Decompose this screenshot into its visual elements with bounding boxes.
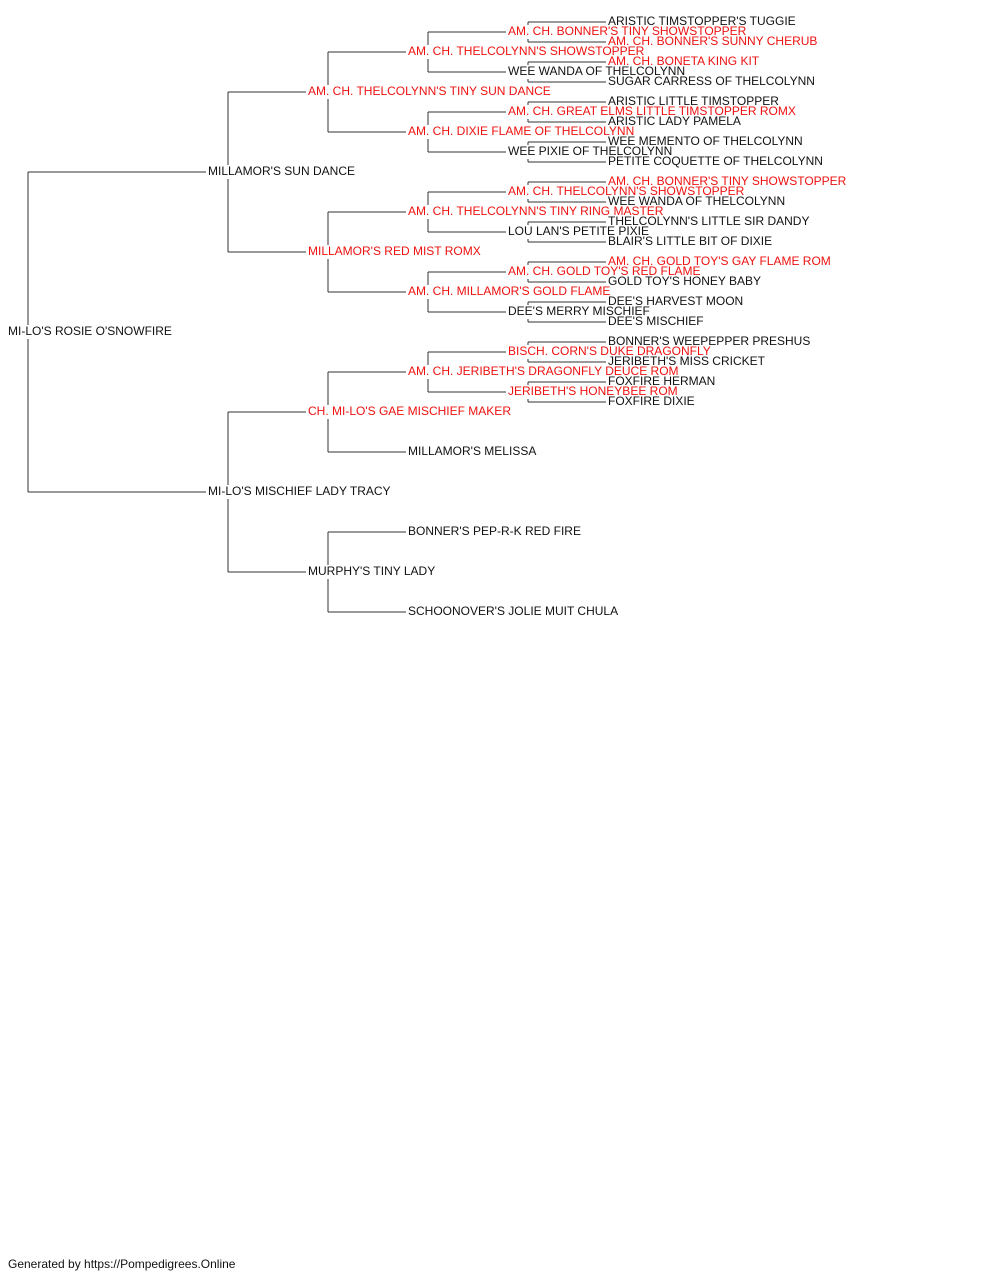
sire-name[interactable]: AM. CH. GREAT ELMS LITTLE TIMSTOPPER ROM… bbox=[508, 104, 796, 118]
dam-name[interactable]: AM. CH. BONNER'S SUNNY CHERUB bbox=[608, 34, 818, 48]
sire-name[interactable]: AM. CH. GOLD TOY'S RED FLAME bbox=[508, 264, 701, 278]
sire-name[interactable]: WEE MEMENTO OF THELCOLYNN bbox=[608, 134, 803, 148]
dam-name[interactable]: SCHOONOVER'S JOLIE MUIT CHULA bbox=[408, 604, 619, 618]
dam-name[interactable]: WEE PIXIE OF THELCOLYNN bbox=[508, 144, 673, 158]
sire-name[interactable]: BISCH. CORN'S DUKE DRAGONFLY bbox=[508, 344, 711, 358]
sire-name[interactable]: AM. CH. BONNER'S TINY SHOWSTOPPER bbox=[508, 24, 747, 38]
sire-name[interactable]: MILLAMOR'S SUN DANCE bbox=[208, 164, 355, 178]
sire-name[interactable]: DEE'S HARVEST MOON bbox=[608, 294, 744, 308]
dam-name[interactable]: DEE'S MERRY MISCHIEF bbox=[508, 304, 650, 318]
sire-name[interactable]: BONNER'S WEEPEPPER PRESHUS bbox=[608, 334, 811, 348]
sire-name[interactable]: CH. MI-LO'S GAE MISCHIEF MAKER bbox=[308, 404, 511, 418]
dam-name[interactable]: MURPHY'S TINY LADY bbox=[308, 564, 436, 578]
dam-name[interactable]: BLAIR'S LITTLE BIT OF DIXIE bbox=[608, 234, 773, 248]
dam-name[interactable]: JERIBETH'S MISS CRICKET bbox=[608, 354, 765, 368]
dam-name[interactable]: DEE'S MISCHIEF bbox=[608, 314, 704, 328]
dam-name[interactable]: GOLD TOY'S HONEY BABY bbox=[608, 274, 762, 288]
sire-name[interactable]: AM. CH. BONETA KING KIT bbox=[608, 54, 760, 68]
dam-name[interactable]: WEE WANDA OF THELCOLYNN bbox=[508, 64, 686, 78]
sire-name[interactable]: BONNER'S PEP-R-K RED FIRE bbox=[408, 524, 581, 538]
sire-name[interactable]: ARISTIC TIMSTOPPER'S TUGGIE bbox=[608, 14, 796, 28]
dam-name[interactable]: FOXFIRE DIXIE bbox=[608, 394, 695, 408]
dam-name[interactable]: JERIBETH'S HONEYBEE ROM bbox=[508, 384, 678, 398]
sire-name[interactable]: AM. CH. THELCOLYNN'S SHOWSTOPPER bbox=[508, 184, 745, 198]
sire-name[interactable]: AM. CH. BONNER'S TINY SHOWSTOPPER bbox=[608, 174, 847, 188]
sire-name[interactable]: FOXFIRE HERMAN bbox=[608, 374, 716, 388]
sire-name[interactable]: AM. CH. THELCOLYNN'S TINY RING MASTER bbox=[408, 204, 664, 218]
dam-name[interactable]: LOU LAN'S PETITE PIXIE bbox=[508, 224, 649, 238]
dam-name[interactable]: WEE WANDA OF THELCOLYNN bbox=[608, 194, 786, 208]
sire-name[interactable]: THELCOLYNN'S LITTLE SIR DANDY bbox=[608, 214, 810, 228]
dam-name[interactable]: ARISTIC LADY PAMELA bbox=[608, 114, 741, 128]
sire-name[interactable]: AM. CH. GOLD TOY'S GAY FLAME ROM bbox=[608, 254, 831, 268]
sire-name[interactable]: ARISTIC LITTLE TIMSTOPPER bbox=[608, 94, 779, 108]
dam-name[interactable]: MILLAMOR'S RED MIST ROMX bbox=[308, 244, 481, 258]
footer-credit: Generated by https://Pompedigrees.Online bbox=[8, 1257, 236, 1271]
sire-name[interactable]: AM. CH. JERIBETH'S DRAGONFLY DEUCE ROM bbox=[408, 364, 679, 378]
sire-name[interactable]: AM. CH. THELCOLYNN'S SHOWSTOPPER bbox=[408, 44, 645, 58]
dam-name[interactable]: AM. CH. DIXIE FLAME OF THELCOLYNN bbox=[408, 124, 635, 138]
dam-name[interactable]: MILLAMOR'S MELISSA bbox=[408, 444, 537, 458]
sire-name[interactable]: AM. CH. THELCOLYNN'S TINY SUN DANCE bbox=[308, 84, 551, 98]
dam-name[interactable]: SUGAR CARRESS OF THELCOLYNN bbox=[608, 74, 815, 88]
dam-name[interactable]: AM. CH. MILLAMOR'S GOLD FLAME bbox=[408, 284, 611, 298]
dam-name[interactable]: PETITE COQUETTE OF THELCOLYNN bbox=[608, 154, 823, 168]
subject-name[interactable]: MI-LO'S ROSIE O'SNOWFIRE bbox=[8, 324, 172, 338]
dam-name[interactable]: MI-LO'S MISCHIEF LADY TRACY bbox=[208, 484, 391, 498]
